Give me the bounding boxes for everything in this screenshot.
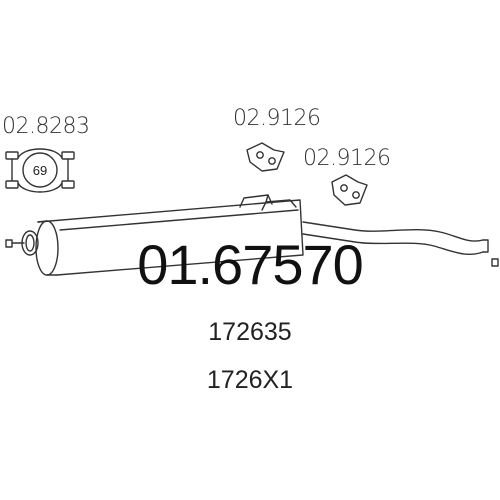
clamp-size-label: 69 <box>33 163 47 178</box>
muffler-drawing <box>5 194 499 276</box>
hanger-code-label-1: 02.9126 <box>233 106 320 131</box>
clamp-icon <box>5 148 75 193</box>
hanger-code-label-2: 02.9126 <box>303 146 390 171</box>
rubber-hanger-icon-2 <box>331 174 368 206</box>
reference-number-1: 172635 <box>208 318 292 346</box>
rubber-hanger-icon-1 <box>246 142 285 172</box>
reference-number-2: 1726X1 <box>206 366 294 394</box>
part-number: 01.67570 <box>137 233 364 296</box>
clamp-code-label: 02.8283 <box>2 114 89 139</box>
